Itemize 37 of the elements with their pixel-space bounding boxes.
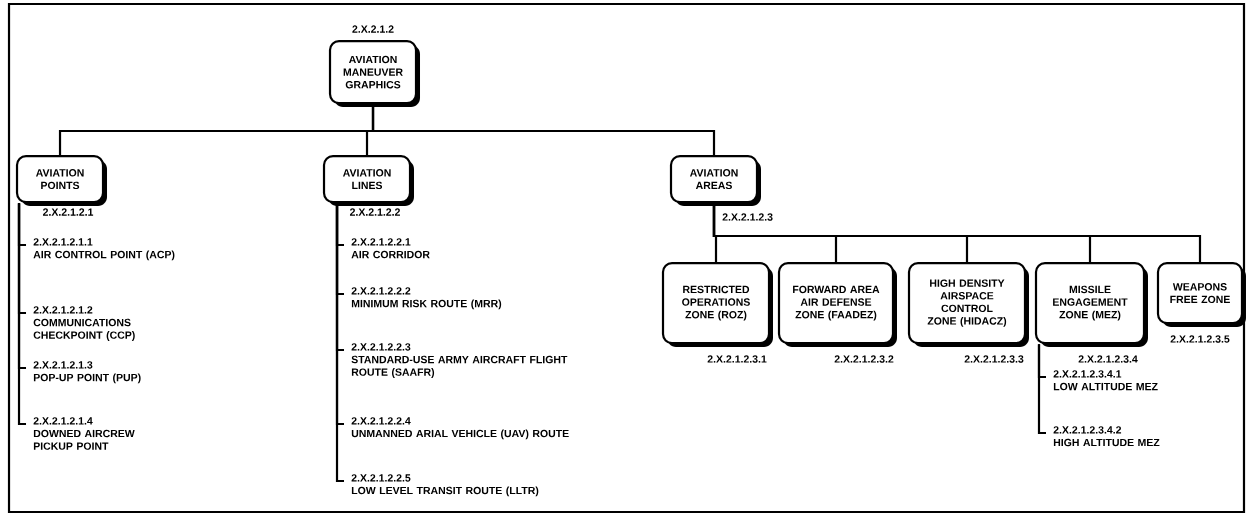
list-item: LOW ALTITUDE MEZ [1053,382,1158,391]
list-item: 2.X.2.1.2.2.4 [351,417,411,425]
list-item: 2.X.2.1.2.2.2 [351,287,411,295]
list-item: HIGH ALTITUDE MEZ [1053,438,1160,447]
list-item: 2.X.2.1.2.3.4.2 [1053,426,1122,434]
code-number: 2.X.2.1.2.3.2 [834,355,894,363]
list-item: 2.X.2.1.2.1.4 [33,417,93,425]
connector-line [335,203,344,483]
list-item: STANDARD-USE ARMY AIRCRAFT FLIGHT ROUTE (SAAFR) [351,355,568,378]
connector-line [371,104,716,155]
connector-line [1037,344,1046,435]
list-item: POP-UP POINT (PUP) [33,373,141,384]
list-item: DOWNED AIRCREW PICKUP POINT [33,429,135,450]
category-box: AVIATION AREAS [669,155,761,207]
list-item: 2.X.2.1.2.2.3 [351,343,411,351]
code-number: 2.X.2.1.2.3.1 [707,355,767,363]
list-item: LOW LEVEL TRANSIT ROUTE (LLTR) [351,486,539,497]
list-item: AIR CORRIDOR [351,250,430,259]
list-item: 2.X.2.1.2.1.3 [33,361,93,369]
list-item: 2.X.2.1.2.2.5 [351,474,411,482]
code-number: 2.X.2.1.2.3 [722,213,773,221]
code-number: 2.X.2.1.2.3.3 [964,355,1024,363]
code-number: 2.X.2.1.2 [352,25,394,33]
list-item: UNMANNED ARIAL VEHICLE (UAV) ROUTE [351,429,569,440]
list-item: AIR CONTROL POINT (ACP) [33,250,175,261]
code-number: 2.X.2.1.2.3.5 [1170,335,1230,343]
code-number: 2.X.2.1.2.1 [43,208,94,216]
connector-line [17,203,26,426]
list-item: 2.X.2.1.2.1.1 [33,238,93,246]
list-item: COMMUNICATIONS CHECKPOINT (CCP) [33,318,135,341]
code-number: 2.X.2.1.2.2 [350,208,400,216]
connector-line [712,203,1202,262]
list-item: MINIMUM RISK ROUTE (MRR) [351,299,502,310]
list-item: 2.X.2.1.2.2.1 [351,238,411,246]
list-item: 2.X.2.1.2.3.4.1 [1053,370,1122,378]
list-item: 2.X.2.1.2.1.2 [33,306,93,314]
code-number: 2.X.2.1.2.3.4 [1078,355,1138,363]
